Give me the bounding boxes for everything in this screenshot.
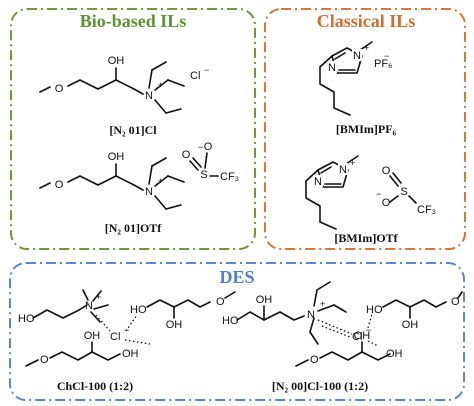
atom-oh: OH [122, 348, 139, 360]
atom-o: O [55, 179, 64, 191]
label-n201cl: [N₂ 01]Cl [109, 123, 157, 137]
atom-n: N [353, 50, 361, 62]
atom-n: N [85, 300, 93, 312]
atom-ho: HO [130, 304, 147, 316]
atom-cf3: CF₃ [417, 204, 436, 216]
atom-n: N [145, 90, 153, 102]
atom-o: O [382, 165, 391, 177]
charge-minus: − [384, 51, 389, 61]
charge-plus: + [158, 80, 163, 90]
n200cl-structure: HO OH N + Cl − HO OH O O OH OH [222, 281, 463, 367]
n201otf-structure: O OH N + O − O S CF₃ [39, 141, 239, 210]
classical-ils-panel [264, 8, 466, 250]
label-bmim-otf: [BMIm]OTf [334, 231, 398, 245]
charge-plus: + [158, 176, 163, 186]
atom-oh: OH [108, 55, 125, 67]
atom-n: N [314, 176, 322, 188]
atom-ho: HO [366, 304, 383, 316]
atom-n: N [145, 186, 153, 198]
charge-minus: − [198, 142, 203, 152]
atom-oh: OH [166, 319, 183, 331]
atom-s: S [400, 186, 407, 198]
label-n201otf: [N₂ 01]OTf [105, 221, 163, 235]
atom-oh: OH [402, 319, 419, 331]
atom-oh: OH [354, 330, 371, 342]
atom-n: N [307, 309, 315, 321]
atom-cl: Cl [190, 70, 200, 82]
charge-plus: + [364, 43, 369, 53]
atom-ho: HO [222, 315, 239, 327]
atom-oh: OH [84, 330, 101, 342]
label-chcl: ChCl-100 (1:2) [57, 379, 133, 393]
charge-plus: + [96, 292, 101, 302]
classical-ils-title: Classical ILs [317, 11, 416, 31]
atom-o: O [216, 296, 225, 308]
chcl-structure: HO N + Cl − HO OH O O OH OH [18, 289, 236, 367]
atom-o: O [40, 354, 49, 366]
atom-o: O [182, 149, 191, 161]
atom-n: N [328, 62, 336, 74]
charge-minus: − [204, 65, 209, 75]
atom-o: O [382, 197, 391, 209]
atom-s: S [200, 169, 207, 181]
atom-n: N [339, 164, 347, 176]
des-title: DES [219, 267, 254, 287]
n201cl-structure: O OH N + Cl − [39, 55, 209, 114]
atom-o: O [204, 141, 213, 153]
des-panel [9, 262, 465, 401]
bmim-pf6-structure: N + N PF₆ − [319, 41, 393, 116]
bio-based-ils-title: Bio-based ILs [80, 11, 187, 31]
atom-o: O [310, 354, 319, 366]
atom-ho: HO [18, 313, 35, 325]
atom-oh: OH [108, 151, 125, 163]
charge-plus: + [350, 158, 355, 168]
anion-pf6: PF₆ [374, 58, 393, 70]
label-n200cl: [N₂ 00]Cl-100 (1:2) [272, 379, 368, 393]
atom-cf3: CF₃ [220, 171, 239, 183]
label-bmim-pf6: [BMIm]PF₆ [336, 122, 397, 136]
charge-plus: + [320, 299, 325, 309]
atom-cl: Cl [352, 331, 362, 343]
charge-minus: − [376, 189, 381, 199]
bmim-otf-structure: N + N O − O S CF₃ [305, 155, 436, 230]
atom-oh: OH [256, 294, 273, 306]
atom-o: O [451, 296, 460, 308]
atom-o: O [55, 83, 64, 95]
charge-minus: − [366, 325, 371, 335]
atom-oh: OH [386, 348, 403, 360]
bio-based-ils-panel [10, 8, 256, 250]
atom-cl: Cl [110, 331, 120, 343]
